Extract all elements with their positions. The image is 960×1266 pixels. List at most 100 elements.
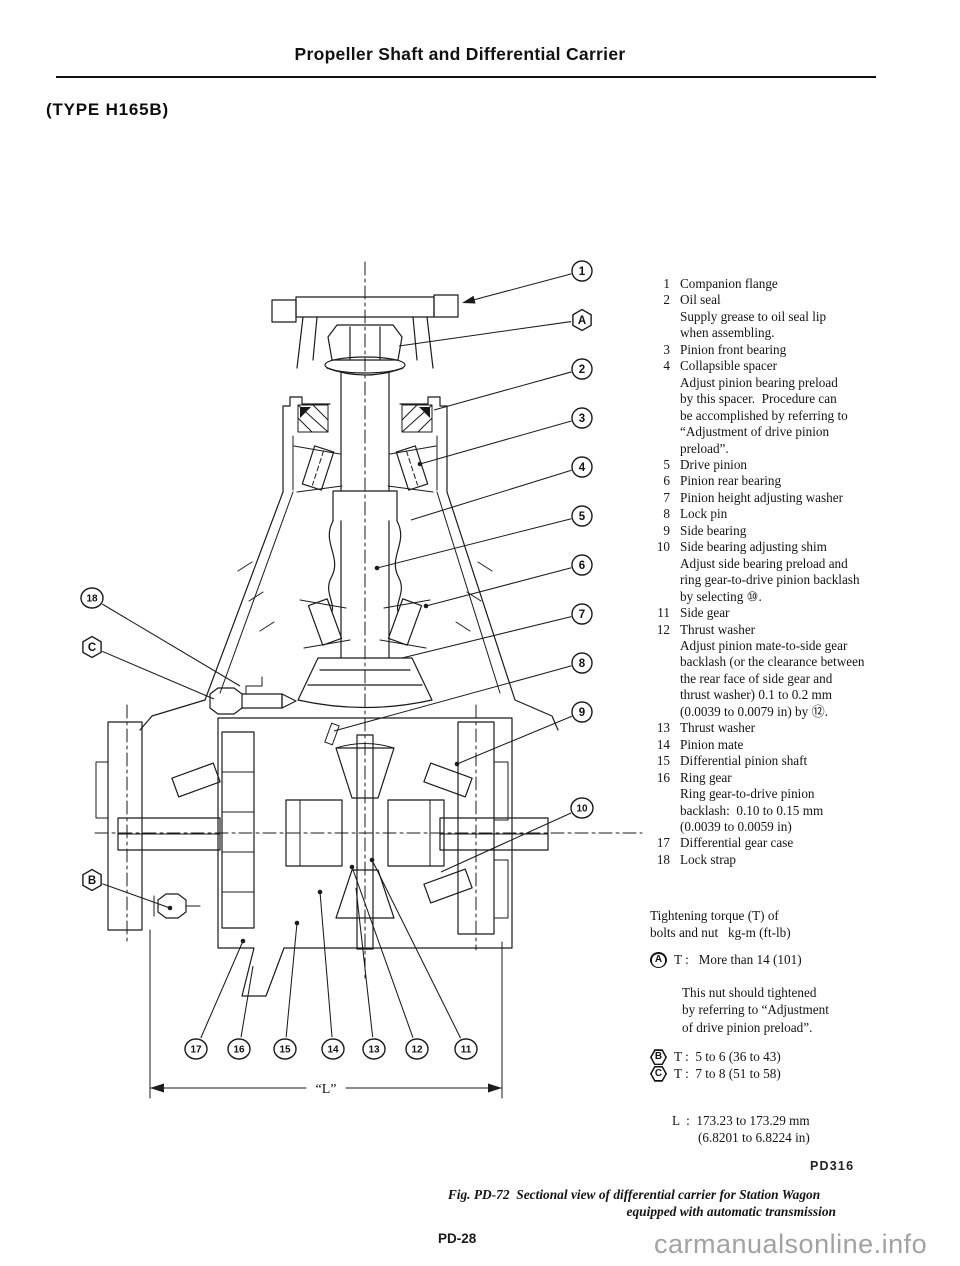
part-body: Companion flange	[680, 276, 920, 292]
leader-line-2	[433, 371, 572, 411]
part-name: Pinion mate	[680, 736, 744, 752]
callout-label-5: 5	[579, 511, 586, 523]
part-body: Pinion rear bearing	[680, 473, 920, 489]
length-spec-line2: (6.8201 to 6.8224 in)	[698, 1130, 810, 1145]
callout-label-A: A	[578, 315, 586, 327]
page-number: PD-28	[438, 1231, 477, 1246]
leader-arrowhead	[462, 295, 476, 304]
leader-line-A	[398, 321, 572, 347]
leader-line-15	[285, 922, 298, 1038]
part-name: Thrust washer	[680, 621, 756, 637]
callout-label-12: 12	[411, 1044, 423, 1055]
callout-label-10: 10	[576, 803, 588, 814]
callout-label-B: B	[88, 875, 96, 887]
centerlines	[94, 261, 643, 979]
torque-spec-block: Tightening torque (T) of bolts and nut k…	[650, 908, 930, 1146]
callout-A	[572, 308, 592, 332]
part-name: Lock pin	[680, 506, 728, 522]
callout-4	[571, 456, 593, 478]
callout-6	[571, 554, 593, 576]
callout-5	[571, 505, 593, 527]
part-body: Pinion mate	[680, 737, 920, 753]
torque-note: This nut should tightened by referring t…	[682, 984, 930, 1037]
leader-line-8	[333, 665, 572, 732]
caption-line2: equipped with automatic transmission	[626, 1204, 836, 1219]
callout-1	[571, 260, 593, 282]
torque-entry-text: T : 7 to 8 (51 to 58)	[674, 1065, 781, 1081]
torque-heading-line1: Tightening torque (T) of	[650, 908, 779, 923]
part-name: Drive pinion	[680, 456, 748, 472]
torque-heading-line2: bolts and nut kg-m (ft-lb)	[650, 924, 791, 940]
callout-7	[571, 603, 593, 625]
callout-18	[80, 587, 104, 609]
callout-label-17: 17	[190, 1044, 202, 1055]
part-number: 10	[656, 539, 670, 555]
part-body: Thrust washer	[680, 720, 920, 736]
torque-heading: Tightening torque (T) of bolts and nut k…	[650, 908, 930, 941]
callout-label-11: 11	[461, 1044, 472, 1055]
part-body: Lock strap	[680, 852, 920, 868]
torque-entry-A-text: T : More than 14 (101)	[674, 952, 802, 967]
hex-key-B-icon: B	[650, 1049, 667, 1066]
part-note: by this spacer. Procedure can	[680, 391, 837, 407]
part-note: when assembling.	[680, 325, 775, 341]
part-body: Drive pinion	[680, 457, 920, 473]
part-number: 9	[663, 522, 670, 538]
callout-label-9: 9	[579, 707, 585, 719]
callout-label-18: 18	[86, 593, 98, 604]
callout-11	[454, 1038, 478, 1060]
callout-12	[405, 1038, 429, 1060]
part-name: Thrust washer	[680, 720, 756, 736]
machine-drawing	[95, 294, 559, 997]
callout-13	[362, 1038, 386, 1060]
callout-B	[82, 868, 102, 892]
torque-note-line: by referring to “Adjustment	[682, 1002, 829, 1017]
callout-2	[571, 358, 593, 380]
part-name: Side bearing adjusting shim	[680, 539, 827, 555]
leader-line-1	[463, 273, 572, 303]
callout-label-4: 4	[579, 462, 586, 474]
figure-code: PD316	[810, 1159, 855, 1173]
leader-dot	[369, 857, 375, 863]
callout-label-13: 13	[368, 1044, 380, 1055]
part-body: Pinion height adjusting washer	[680, 490, 920, 506]
length-spec: L : 173.23 to 173.29 mm (6.8201 to 6.822…	[672, 1112, 930, 1146]
part-body: Side bearing	[680, 523, 920, 539]
leader-line-3	[419, 420, 572, 465]
part-note: backlash: 0.10 to 0.15 mm	[680, 802, 824, 818]
callout-label-1: 1	[579, 266, 586, 278]
part-note: by selecting ⑩.	[680, 588, 762, 604]
part-number: 13	[656, 720, 670, 736]
callout-label-6: 6	[579, 560, 585, 572]
title-rule	[56, 76, 876, 78]
hex-key-C-icon: C	[650, 1065, 667, 1082]
part-body: Lock pin	[680, 506, 920, 522]
leader-dot	[167, 905, 173, 911]
part-number: 17	[656, 835, 670, 851]
length-spec-line1: L : 173.23 to 173.29 mm	[672, 1113, 810, 1128]
torque-note-line: of drive pinion preload”.	[682, 1019, 813, 1035]
part-note: be accomplished by referring to	[680, 407, 848, 423]
part-note: backlash (or the clearance between	[680, 654, 865, 670]
leader-line-16	[240, 965, 254, 1038]
leader-dot	[417, 461, 423, 467]
leader-dot	[349, 864, 355, 870]
part-body: Differential pinion shaft	[680, 753, 920, 769]
part-name: Side gear	[680, 605, 730, 621]
